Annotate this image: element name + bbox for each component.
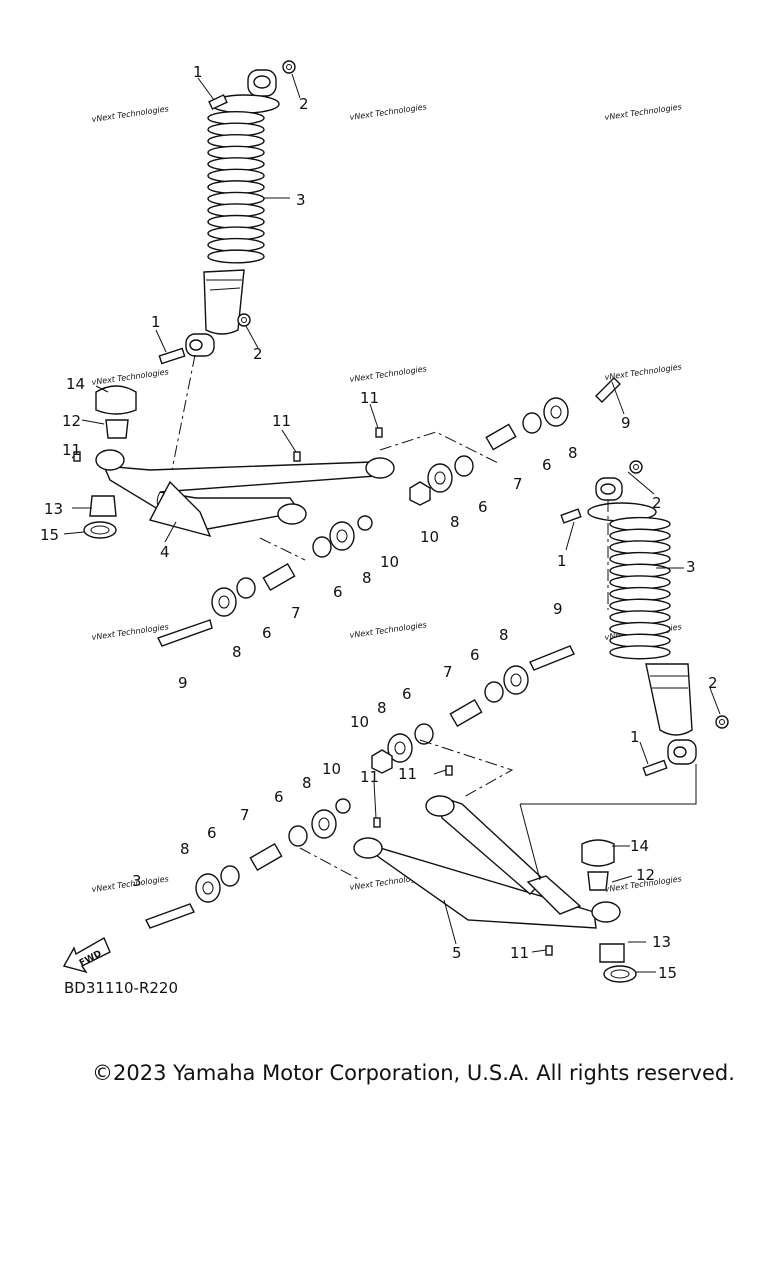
callout-label: 8 [450,513,460,531]
spring-coil [207,249,265,264]
callout-label: 6 [274,788,284,806]
upper-a-arm [95,449,395,538]
hardware-parts [73,377,637,983]
spring-coil [609,551,671,567]
spring-coil [609,586,671,602]
callout-label: 1 [151,313,161,331]
callout-labels: 1 2 3 1 2 14 12 11 13 15 4 11 11 9 8 6 7… [40,63,718,982]
upper-shock-absorber [158,60,296,365]
callout-label: 9 [621,414,631,432]
copyright-notice: ©2023 Yamaha Motor Corporation, U.S.A. A… [92,1061,735,1085]
callout-label: 6 [478,498,488,516]
callout-label: 11 [398,765,417,783]
callout-label: 6 [542,456,552,474]
right-shock-absorber [560,460,729,777]
watermark: vNext Technologies [91,104,169,124]
callout-label: 6 [333,583,343,601]
spring-coil [609,645,671,660]
watermark: vNext Technologies [91,874,169,894]
callout-label: 3 [686,558,696,576]
spring-coil [609,540,671,555]
callout-label: 11 [510,944,529,962]
callout-label: 7 [443,663,453,681]
callout-label: 8 [302,774,312,792]
callout-label: 8 [377,699,387,717]
callout-label: 3 [132,872,142,890]
fwd-arrow: FWD [62,937,111,974]
watermark: vNext Technologies [349,102,427,122]
leader-lines [63,73,721,973]
callout-label: 15 [40,526,59,544]
watermark: vNext Technologies [91,622,169,642]
callout-label: 7 [291,604,301,622]
spring-coil [609,516,671,532]
spring-coil [207,203,265,218]
spring-coil [609,610,671,625]
callout-label: 12 [62,412,81,430]
watermark: vNext Technologies [349,620,427,640]
callout-label: 2 [652,494,662,512]
callout-label: 6 [262,624,272,642]
watermark: vNext Technologies [91,367,169,387]
spring-coil [207,134,265,149]
callout-label: 12 [636,866,655,884]
spring-coil [207,110,265,126]
spring-coil [609,598,671,613]
callout-label: 14 [630,837,649,855]
callout-label: 6 [470,646,480,664]
callout-label: 10 [380,553,399,571]
callout-label: 9 [178,674,188,692]
spring-coil [609,528,671,543]
spring-coil [207,191,265,206]
watermark: vNext Technologies [349,364,427,384]
spring-coil [207,145,265,160]
callout-label: 11 [360,768,379,786]
callout-label: 7 [513,475,523,493]
callout-label: 10 [420,528,439,546]
lower-a-arm [353,794,621,929]
spring-coil [207,237,265,252]
assembly-lines [171,354,697,881]
callout-label: 8 [499,626,509,644]
callout-label: 10 [350,713,369,731]
callout-label: 13 [652,933,671,951]
callout-label: 2 [708,674,718,692]
callout-label: 1 [630,728,640,746]
watermark: vNext Technologies [604,102,682,122]
callout-label: 8 [362,569,372,587]
spring-coil [207,226,265,241]
spring-coil [609,633,671,648]
callout-label: 13 [44,500,63,518]
callout-label: 8 [568,444,578,462]
callout-label: 1 [557,552,567,570]
spring-coil [609,621,671,637]
diagram-code: BD31110-R220 [64,979,178,997]
callout-label: 15 [658,964,677,982]
callout-label: 4 [160,543,170,561]
callout-label: 8 [180,840,190,858]
spring-coil [609,563,671,578]
spring-coil [207,168,265,183]
callout-label: 7 [240,806,250,824]
spring-coil [207,122,265,137]
callout-label: 6 [402,685,412,703]
callout-label: 2 [253,345,263,363]
callout-label: 11 [360,389,379,407]
callout-label: 3 [296,191,306,209]
callout-label: 8 [232,643,242,661]
callout-label: 11 [272,412,291,430]
callout-label: 1 [193,63,203,81]
spring-coil [207,180,265,195]
spring-coil [207,157,265,172]
callout-label: 6 [207,824,217,842]
spring-coil [207,214,265,229]
callout-label: 5 [452,944,462,962]
callout-label: 2 [299,95,309,113]
callout-label: 10 [322,760,341,778]
spring-coil [609,575,671,590]
callout-label: 9 [553,600,563,618]
callout-label: 14 [66,375,85,393]
callout-label: 11 [62,441,81,459]
